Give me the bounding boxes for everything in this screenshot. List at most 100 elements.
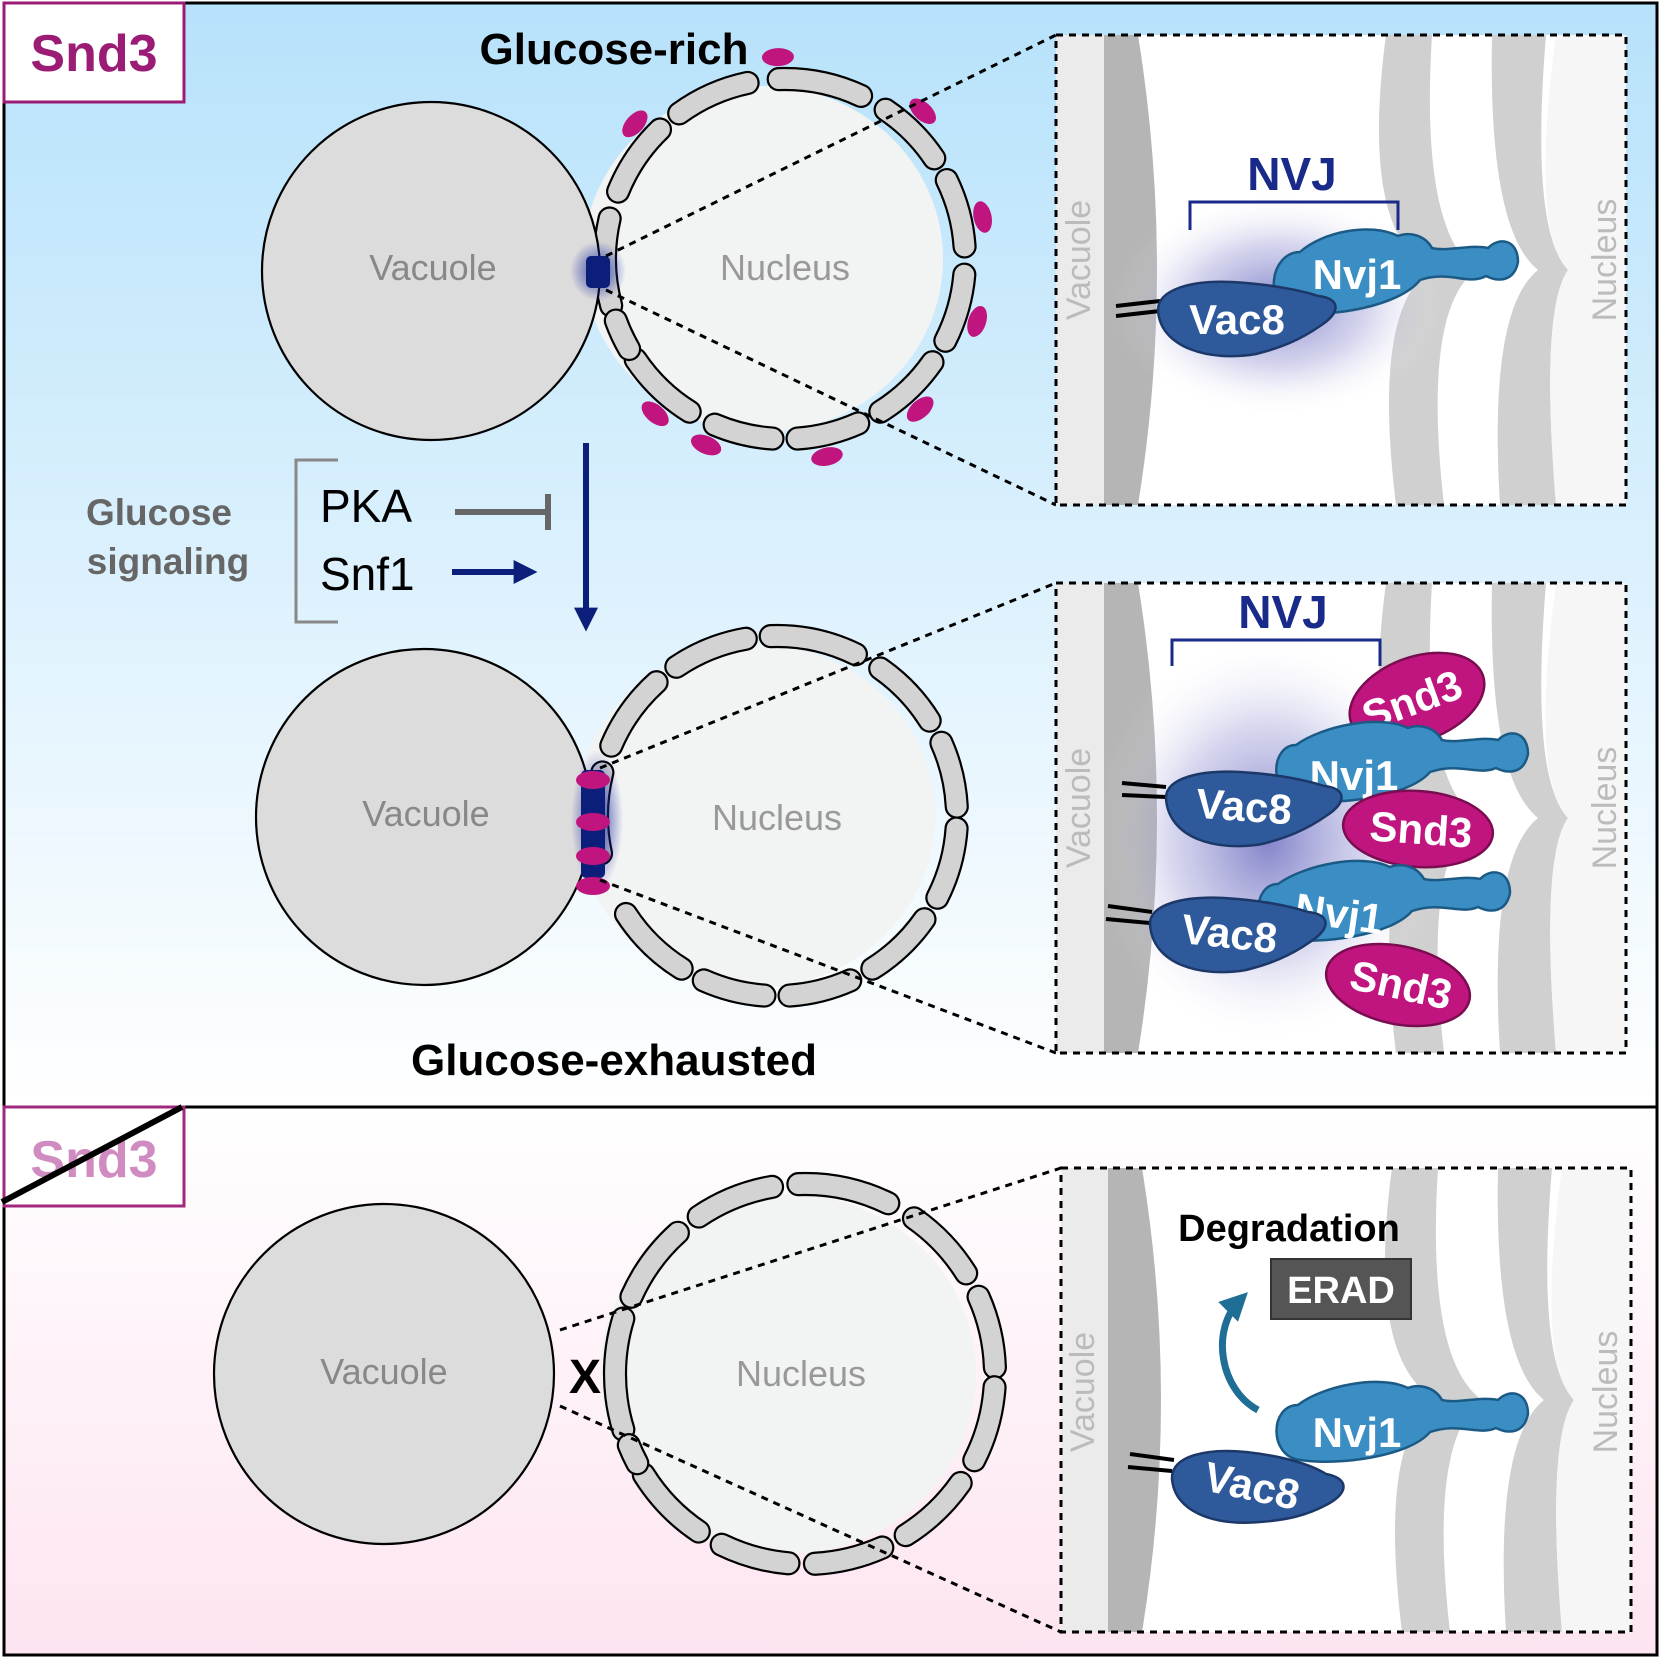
pka-label: PKA <box>320 480 412 532</box>
nucleus-1 <box>583 86 943 432</box>
nvj1-protein-3 <box>1275 1380 1530 1463</box>
cell-deletion: Vacuole Nucleus X <box>212 1171 1007 1576</box>
inset3-nucleus-label: Nucleus <box>1587 1331 1625 1454</box>
vacuole-3 <box>212 1202 556 1546</box>
inset2-nucleus-label: Nucleus <box>1586 747 1624 870</box>
nvj-label-1: NVJ <box>1247 148 1336 200</box>
vac8-label-2b: Vac8 <box>1179 905 1279 962</box>
inset3-vacuole-label: Vacuole <box>1064 1332 1102 1452</box>
er-fragment <box>758 623 868 667</box>
degradation-label: Degradation <box>1178 1208 1400 1250</box>
er-fragment <box>606 117 673 204</box>
er-fragment <box>613 901 694 981</box>
snd3-er-dots-1 <box>622 48 992 466</box>
vac8-protein-3 <box>1170 1449 1345 1524</box>
erad-box <box>1270 1258 1412 1320</box>
snf1-label: Snf1 <box>320 548 415 600</box>
er-fragment <box>786 1171 901 1216</box>
er-fragment <box>702 412 785 451</box>
snd3-er-dot <box>906 396 934 422</box>
signaling-bracket <box>294 458 338 624</box>
snd3-deletion-tag-text: Snd3 <box>30 1131 157 1189</box>
snd3-er-dot <box>622 110 648 138</box>
nucleus-2-label: Nucleus <box>712 797 842 838</box>
vac8-protein-2b <box>1148 896 1327 974</box>
vacuole-2-label: Vacuole <box>362 793 489 834</box>
vac8-anchor-2b <box>1105 904 1153 925</box>
nvj-contact-1 <box>586 256 610 288</box>
vac8-protein-1 <box>1156 280 1337 358</box>
er-fragment <box>929 730 969 819</box>
snd3-tag-text: Snd3 <box>30 25 157 83</box>
er-fragment <box>893 1470 973 1548</box>
inset1-nucleus-label: Nucleus <box>1586 199 1624 322</box>
degradation-arrow <box>1218 1292 1260 1414</box>
er-fragment <box>619 1220 690 1309</box>
inset-glucose-rich: Vacuole Nucleus NVJ Nvj1 Vac8 <box>1054 33 1628 507</box>
cell-glucose-exhausted: Vacuole Nucleus <box>254 623 969 1008</box>
er-fragment <box>631 1462 711 1544</box>
nuclear-er-fragments-3 <box>602 1171 1007 1576</box>
vac8-label-2a: Vac8 <box>1195 780 1294 834</box>
snd3-protein-2a2 <box>1341 789 1495 869</box>
glucose-signaling-label-2: signaling <box>87 541 249 582</box>
er-fragment <box>603 308 642 362</box>
er-fragment <box>868 350 945 424</box>
inset-deletion: Vacuole Nucleus Degradation ERAD Nvj1 Va… <box>1059 1166 1633 1634</box>
snd3-er-dot <box>973 201 992 233</box>
vac8-anchor-3 <box>1127 1452 1175 1473</box>
nvj-bracket-1 <box>1188 200 1400 230</box>
snd3-er-dot <box>761 48 794 67</box>
er-fragment <box>599 670 669 758</box>
er-fragment <box>785 411 871 451</box>
nvj1-label-1: Nvj1 <box>1313 251 1402 298</box>
snd3-er-dot <box>641 401 669 427</box>
zoom-lines <box>559 33 1062 1634</box>
inset1-vacuole-label: Vacuole <box>1060 200 1098 320</box>
er-fragment <box>777 968 863 1008</box>
snd3-protein-2b <box>1324 942 1472 1028</box>
nvj1-label-3: Nvj1 <box>1313 1409 1402 1456</box>
snd3-tag: Snd3 <box>2 1 186 104</box>
er-fragment <box>925 816 969 910</box>
nucleus-3-label: Nucleus <box>736 1353 866 1394</box>
inset-glucose-exhausted: Vacuole Nucleus NVJ Snd3 Nvj1 Vac8 Snd3 … <box>1054 581 1628 1055</box>
erad-label: ERAD <box>1287 1270 1395 1312</box>
snd3-er-dot <box>909 98 936 125</box>
nucleus-2 <box>575 644 935 988</box>
er-fragment <box>901 1206 979 1286</box>
vac8-protein-2a <box>1164 770 1343 848</box>
vac8-anchor-1 <box>1115 299 1161 318</box>
snd3-er-dot <box>690 434 722 456</box>
nvj-label-2: NVJ <box>1238 586 1327 638</box>
er-fragment <box>623 347 702 424</box>
nucleus-1-label: Nucleus <box>720 247 850 288</box>
er-fragment <box>686 1174 785 1229</box>
er-fragment <box>933 262 977 353</box>
er-fragment <box>868 656 942 733</box>
no-contact-x: X <box>569 1351 601 1404</box>
vac8-anchor-2a <box>1121 781 1167 799</box>
er-fragment <box>709 1532 801 1576</box>
er-fragment <box>664 626 758 679</box>
snd3-label-2a2: Snd3 <box>1368 803 1474 857</box>
er-fragment <box>966 1284 1007 1380</box>
deletion-strike-line <box>0 1104 184 1205</box>
nvj-bracket-2 <box>1170 638 1382 666</box>
er-fragment <box>667 70 760 126</box>
inset3-frame <box>1059 1166 1633 1634</box>
er-fragment <box>934 168 977 259</box>
vac8-label-1: Vac8 <box>1189 296 1285 343</box>
glucose-rich-title: Glucose-rich <box>480 25 749 74</box>
vacuole-1-label: Vacuole <box>369 247 496 288</box>
snd3-er-dot <box>811 447 843 466</box>
er-fragment <box>616 1433 650 1476</box>
er-fragment <box>766 66 874 108</box>
glucose-signaling-label-1: Glucose <box>86 492 232 533</box>
er-fragment <box>860 907 937 981</box>
inset2-vacuole-label: Vacuole <box>1060 748 1098 868</box>
nucleus-3 <box>600 1194 976 1554</box>
snd3-deletion-tag: Snd3 <box>0 1104 186 1208</box>
glucose-signaling: Glucose signaling PKA Snf1 <box>86 443 598 632</box>
